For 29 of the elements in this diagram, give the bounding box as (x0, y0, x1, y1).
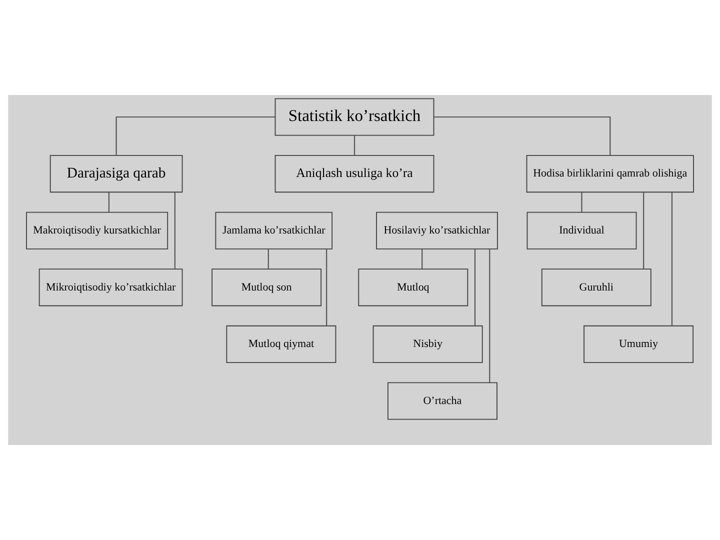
node-box: Nisbiy (372, 325, 483, 363)
node-box: Aniqlash usuliga ko’ra (274, 155, 434, 193)
node-box: Jamlama ko’rsatkichlar (215, 212, 333, 250)
node-box: Guruhli (541, 268, 652, 306)
node-box: Individual (526, 212, 637, 250)
connector (643, 192, 644, 269)
connector (326, 249, 328, 326)
connector (489, 249, 490, 382)
node-box: Mutloq (358, 268, 468, 306)
node-box: Hosilaviy ko’rsatkichlar (376, 212, 498, 250)
node-box: Umumiy (584, 325, 694, 363)
connector (268, 249, 269, 269)
connector (434, 116, 611, 156)
connector (422, 249, 423, 269)
node-box: Hodisa birliklarini qamrab olishiga (526, 155, 694, 193)
connector (671, 192, 673, 326)
node-box: Mutloq son (212, 268, 322, 306)
node-box: Makroiqtisodiy kursatkichlar (26, 212, 168, 250)
node-box: Mutloq qiymat (226, 325, 336, 363)
node-box: Darajasiga qarab (50, 155, 183, 193)
node-box: Statistik ko’rsatkich (274, 98, 434, 136)
connector (354, 136, 356, 156)
connector (108, 192, 110, 212)
connector (581, 192, 582, 212)
node-box: Mikroiqtisodiy ko’rsatkichlar (38, 268, 183, 306)
node-box: O’rtacha (387, 382, 498, 420)
connector (116, 116, 276, 156)
connector (174, 192, 176, 269)
connector (474, 249, 476, 326)
